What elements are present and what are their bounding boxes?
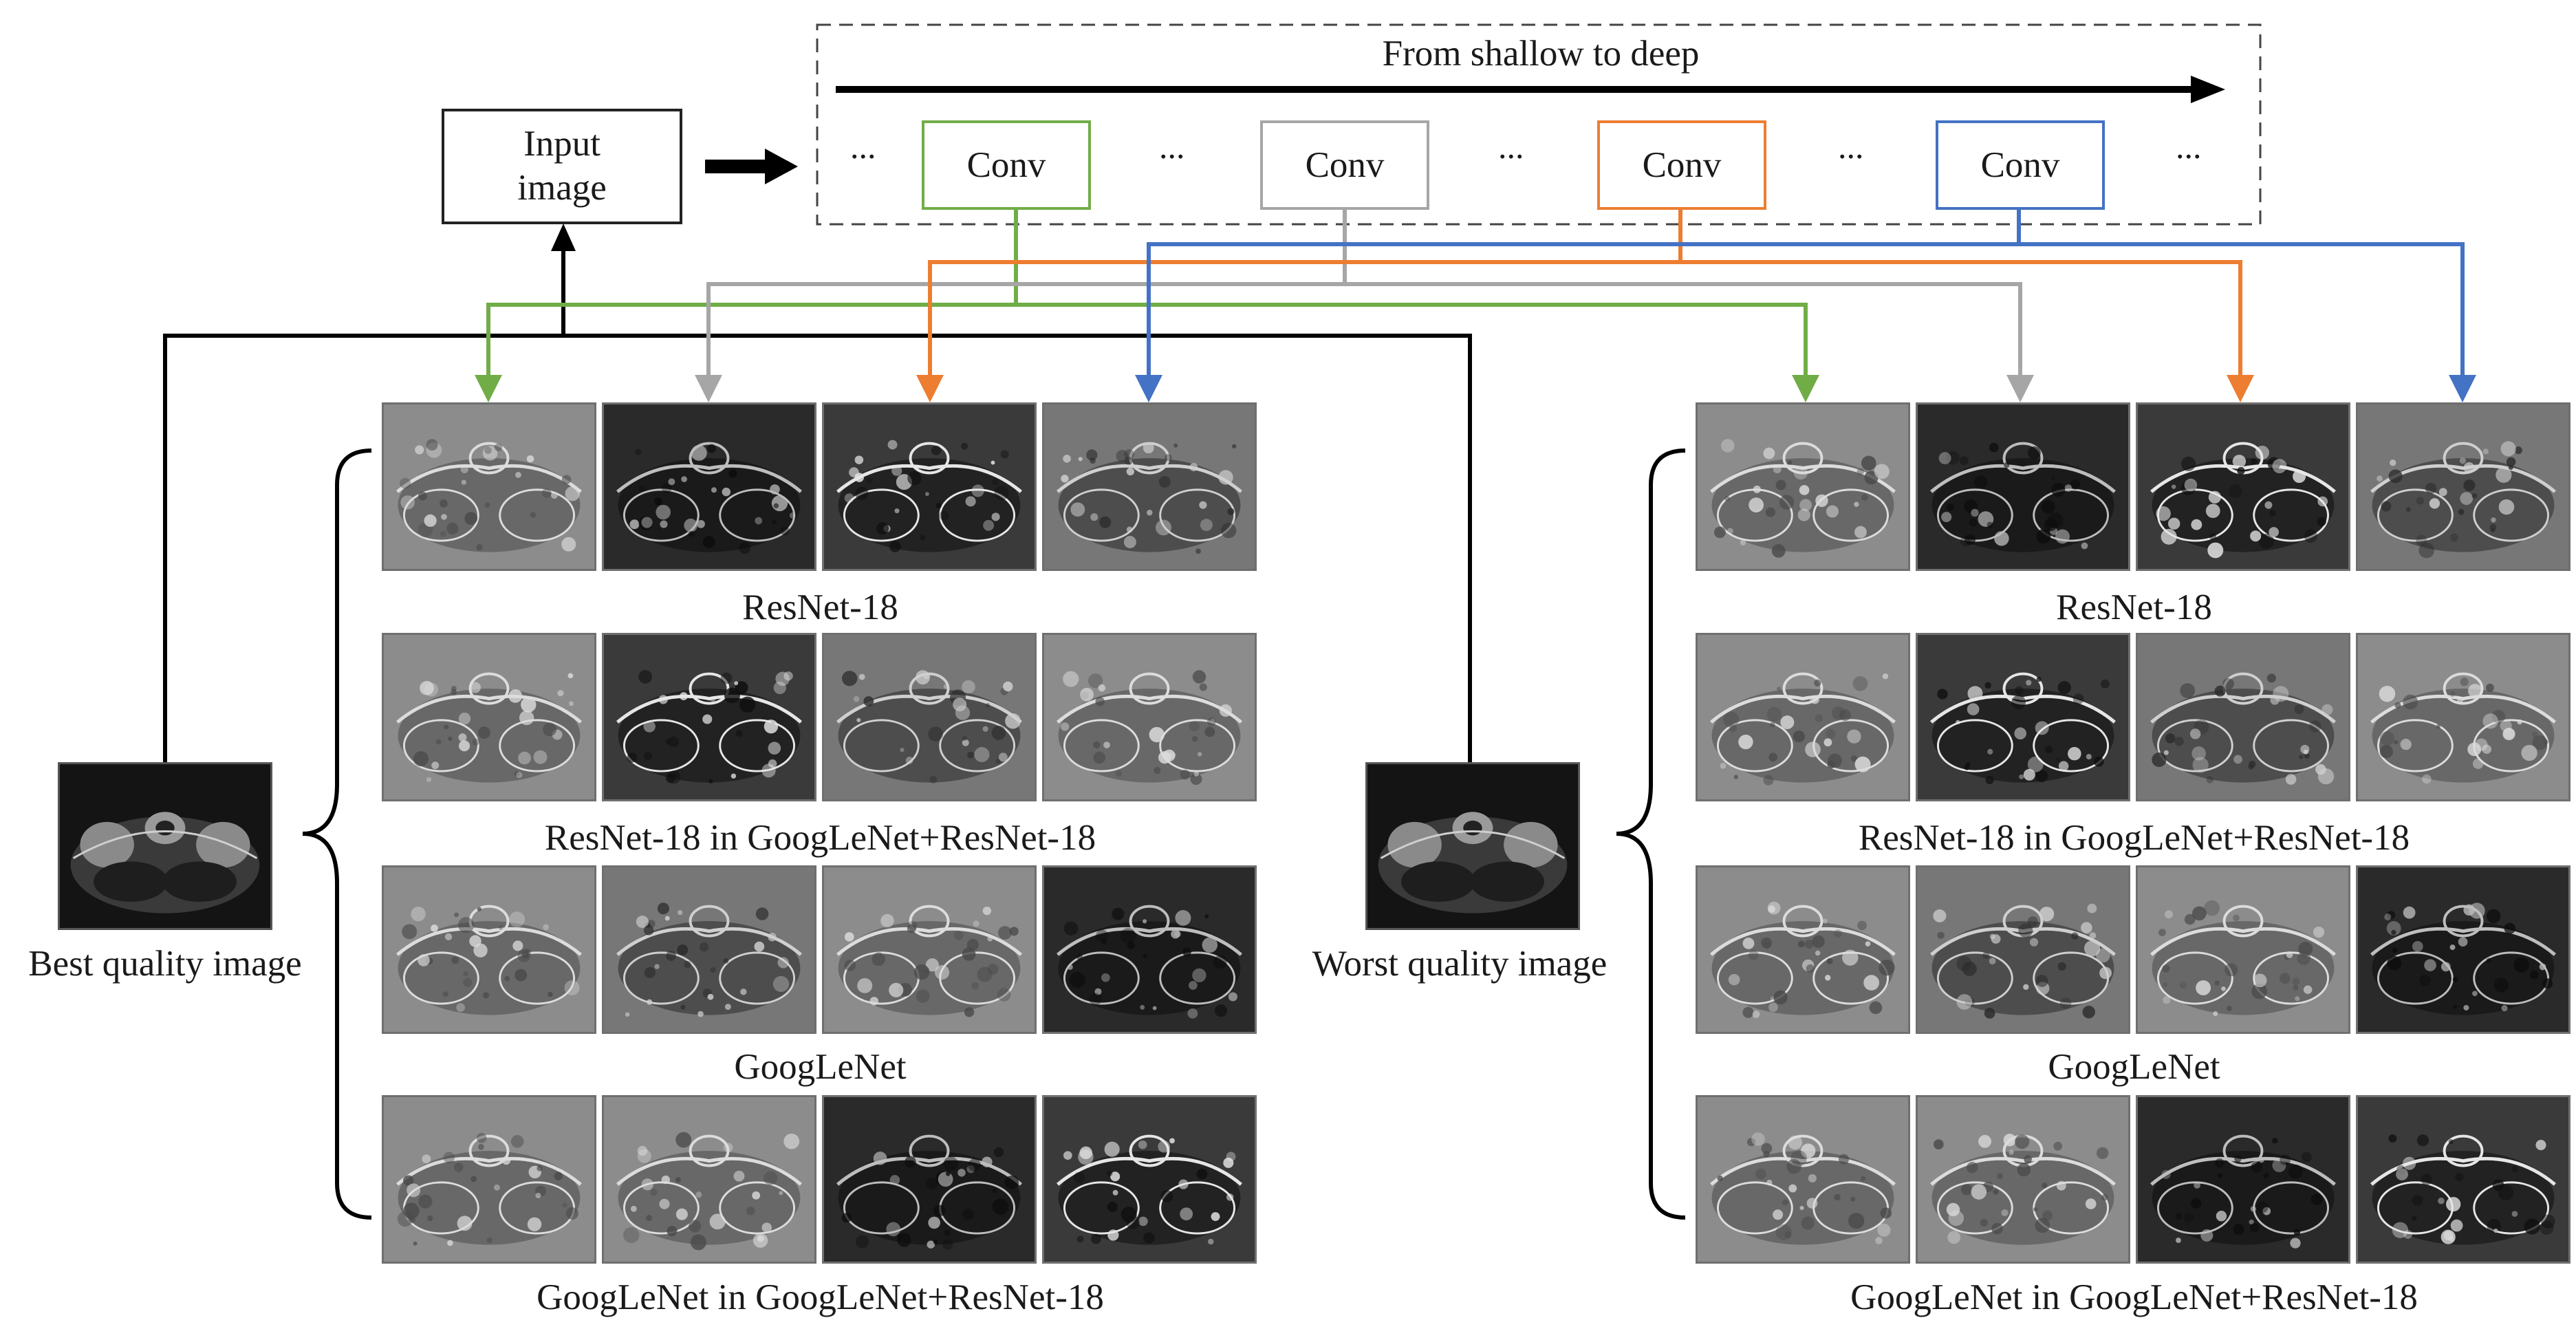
green-arrowhead-left (475, 375, 502, 402)
right-feature-map-r1-c1 (1696, 402, 1910, 571)
right-feature-map-r2-c4 (2356, 633, 2570, 801)
conv-box-green: Conv (922, 120, 1091, 210)
gray-feature-path (706, 210, 2022, 385)
input-to-pipeline-head (765, 149, 798, 184)
ellipsis-2: ... (1159, 127, 1185, 166)
right-feature-map-r3-c2 (1916, 865, 2130, 1034)
green-arrowhead-right (1792, 375, 1819, 402)
right-feature-map-r2-c3 (2136, 633, 2350, 801)
left-row-caption-2: ResNet-18 in GoogLeNet+ResNet-18 (544, 818, 1096, 858)
left-feature-map-r3-c1 (382, 865, 596, 1034)
left-feature-map-r2-c3 (822, 633, 1037, 801)
left-feature-map-r4-c3 (822, 1095, 1037, 1264)
conv-label-green: Conv (966, 145, 1046, 185)
left-feature-map-r1-c3 (822, 402, 1037, 571)
left-feature-map-r1-c1 (382, 402, 596, 571)
orange-feature-path (928, 210, 2242, 385)
source-feed-line (163, 334, 1472, 762)
left-feature-map-r3-c3 (822, 865, 1037, 1034)
feed-to-input-head (551, 224, 576, 251)
left-feature-map-r2-c1 (382, 633, 596, 801)
input-image-box: Input image (442, 109, 682, 224)
conv-box-gray: Conv (1260, 120, 1429, 210)
gray-arrowhead-right (2006, 375, 2034, 402)
conv-label-orange: Conv (1642, 145, 1722, 185)
right-feature-map-r2-c1 (1696, 633, 1910, 801)
left-row-caption-4: GoogLeNet in GoogLeNet+ResNet-18 (537, 1277, 1104, 1317)
left-row-caption-3: GoogLeNet (734, 1047, 907, 1087)
orange-arrowhead-right (2227, 375, 2254, 402)
right-feature-map-r3-c1 (1696, 865, 1910, 1034)
direction-label: From shallow to deep (1382, 34, 1700, 74)
left-feature-map-r1-c4 (1042, 402, 1257, 571)
orange-arrowhead-left (916, 375, 944, 402)
left-feature-map-r1-c2 (602, 402, 816, 571)
conv-box-orange: Conv (1597, 120, 1766, 210)
direction-arrow-head (2191, 76, 2225, 103)
ellipsis-3: ... (1498, 127, 1524, 166)
left-feature-map-r3-c4 (1042, 865, 1257, 1034)
left-feature-map-r4-c1 (382, 1095, 596, 1264)
worst-quality-source-image (1365, 762, 1580, 930)
best-quality-source-image (58, 762, 272, 930)
right-feature-map-r4-c2 (1916, 1095, 2130, 1264)
left-feature-map-r4-c2 (602, 1095, 816, 1264)
blue-feature-path (1147, 210, 2465, 385)
conv-label-blue: Conv (1980, 145, 2060, 185)
right-feature-map-r4-c4 (2356, 1095, 2570, 1264)
blue-arrowhead-right (2449, 375, 2476, 402)
right-row-caption-2: ResNet-18 in GoogLeNet+ResNet-18 (1858, 818, 2410, 858)
gray-arrowhead-left (695, 375, 722, 402)
right-row-caption-1: ResNet-18 (2056, 587, 2212, 627)
right-feature-map-r4-c1 (1696, 1095, 1910, 1264)
right-feature-map-r4-c3 (2136, 1095, 2350, 1264)
right-brace (1616, 449, 1686, 1220)
left-feature-map-r2-c2 (602, 633, 816, 801)
left-feature-map-r4-c4 (1042, 1095, 1257, 1264)
right-row-caption-4: GoogLeNet in GoogLeNet+ResNet-18 (1850, 1277, 2418, 1317)
worst-quality-label: Worst quality image (1312, 944, 1608, 984)
right-feature-map-r2-c2 (1916, 633, 2130, 801)
blue-arrowhead-left (1135, 375, 1162, 402)
ellipsis-1: ... (850, 127, 876, 166)
conv-box-blue: Conv (1936, 120, 2105, 210)
right-feature-map-r3-c3 (2136, 865, 2350, 1034)
right-feature-map-r1-c2 (1916, 402, 2130, 571)
left-feature-map-r3-c2 (602, 865, 816, 1034)
right-feature-map-r1-c4 (2356, 402, 2570, 571)
conv-label-gray: Conv (1305, 145, 1385, 185)
pipeline-frame (816, 23, 2262, 226)
left-brace (302, 449, 372, 1220)
best-quality-label: Best quality image (28, 944, 302, 984)
left-feature-map-r2-c4 (1042, 633, 1257, 801)
right-feature-map-r3-c4 (2356, 865, 2570, 1034)
right-row-caption-3: GoogLeNet (2048, 1047, 2220, 1087)
input-image-label: Input image (517, 124, 607, 208)
left-row-caption-1: ResNet-18 (742, 587, 898, 627)
ellipsis-5: ... (2176, 127, 2202, 166)
right-feature-map-r1-c3 (2136, 402, 2350, 571)
ellipsis-4: ... (1838, 127, 1864, 166)
